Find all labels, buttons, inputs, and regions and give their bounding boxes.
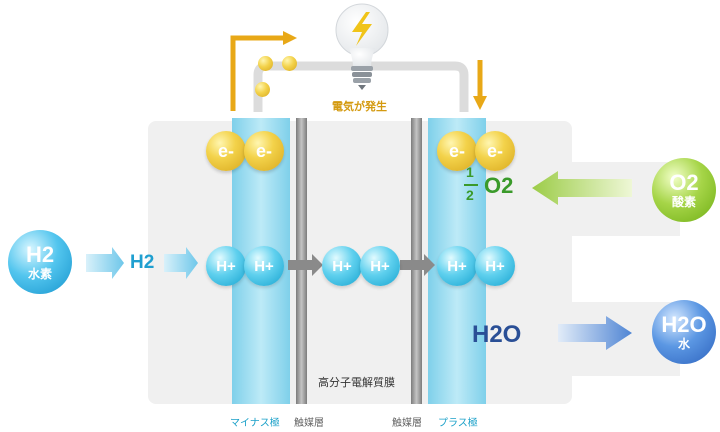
h2-input-ball: H2 水素	[8, 230, 72, 294]
electron-ball: e-	[244, 131, 284, 171]
electron-flow-arrow-up	[230, 35, 285, 111]
proton-ball: H+	[206, 246, 246, 286]
electron-dot	[282, 56, 297, 71]
h2o-output-arrow	[558, 316, 632, 350]
electricity-label: 電気が発生	[332, 100, 387, 113]
proton-ball: H+	[322, 246, 362, 286]
proton-ball: H+	[244, 246, 284, 286]
h2o-formula: H2O	[661, 312, 707, 337]
electron-dot	[255, 82, 270, 97]
proton-transfer-arrow-1	[288, 254, 323, 276]
electron-ball: e-	[206, 131, 246, 171]
h2-flow-label: H2	[130, 252, 155, 273]
proton-ball: H+	[437, 246, 477, 286]
half-o2-formula: 1 2 O2	[462, 164, 532, 214]
electron-dot	[258, 56, 273, 71]
half-o2-numerator: 1	[466, 164, 474, 180]
h2o-output-ball: H2O 水	[652, 300, 716, 364]
proton-ball: H+	[475, 246, 515, 286]
h2-name: 水素	[27, 267, 52, 281]
h2-formula: H2	[25, 242, 55, 267]
electron-ball: e-	[475, 131, 515, 171]
o2-input-arrow	[532, 171, 632, 205]
electron-ball: e-	[437, 131, 477, 171]
o2-formula: O2	[669, 170, 699, 195]
proton-ball: H+	[360, 246, 400, 286]
h2o-flow-label: H2O	[472, 321, 522, 348]
o2-name: 酸素	[671, 195, 696, 209]
half-o2-denominator: 2	[466, 187, 474, 203]
anode-label: マイナス極	[230, 418, 280, 429]
fraction-bar	[464, 184, 478, 186]
h2-to-anode-arrow	[164, 247, 198, 279]
electron-flow-arrowhead-down	[473, 96, 487, 110]
catalyst-left-label: 触媒層	[294, 418, 324, 429]
proton-transfer-arrow-2	[400, 254, 435, 276]
catalyst-right-label: 触媒層	[392, 418, 422, 429]
membrane-label: 高分子電解質膜	[318, 376, 395, 389]
h2-input-arrow	[86, 247, 124, 279]
electron-flow-arrowhead-right	[283, 31, 297, 45]
h2o-name: 水	[677, 337, 690, 351]
cathode-label: プラス極	[438, 418, 478, 429]
light-bulb-icon	[335, 3, 389, 90]
o2-input-ball: O2 酸素	[652, 158, 716, 222]
half-o2-molecule: O2	[484, 173, 514, 198]
